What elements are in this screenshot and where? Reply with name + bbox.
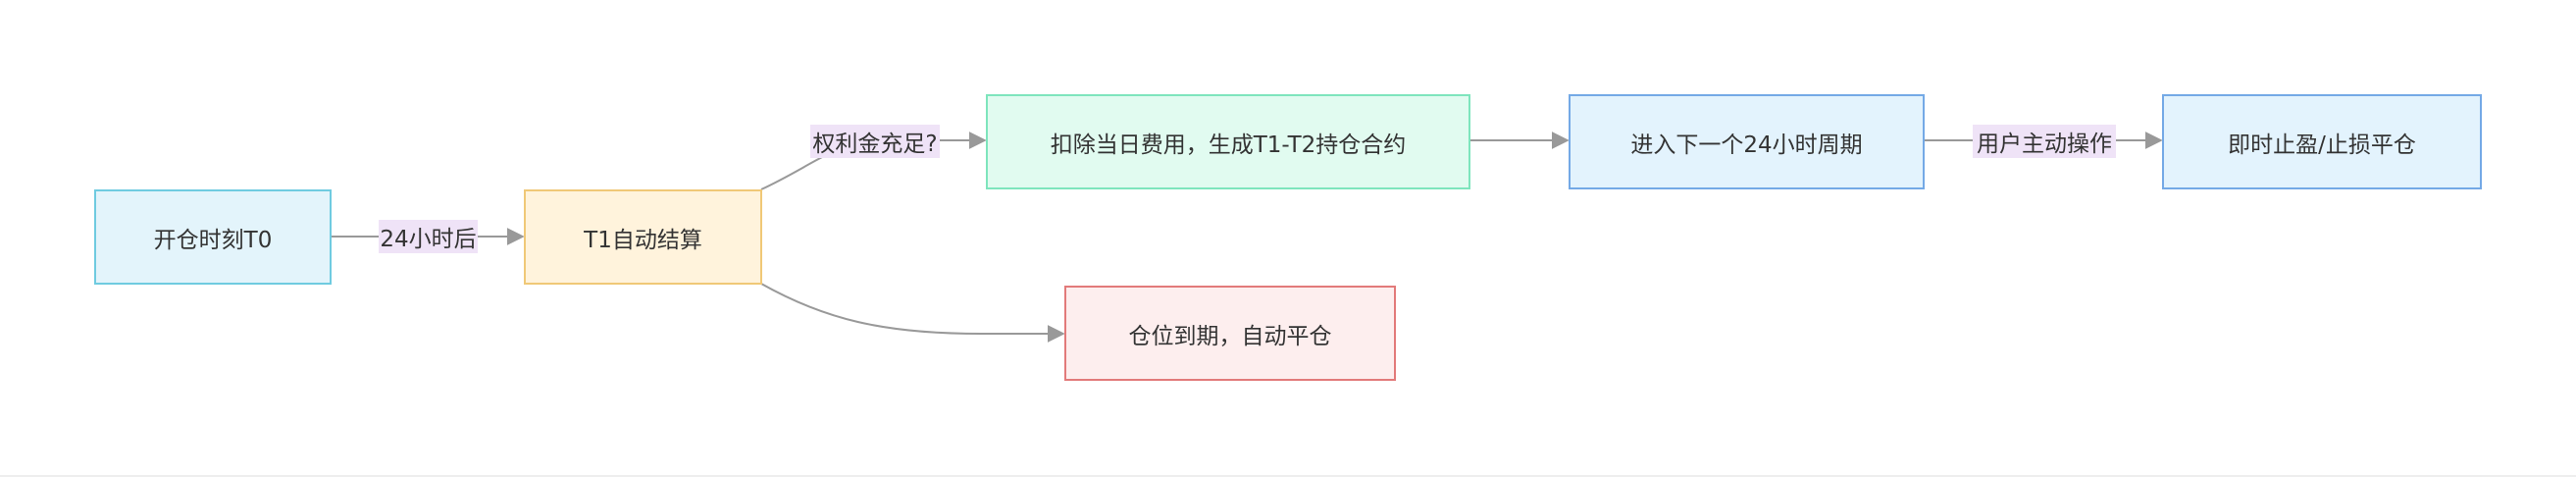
- node-deduct-fee-generate-contract-label: 扣除当日费用，生成T1-T2持仓合约: [1050, 132, 1407, 158]
- edge-label-after-24h: 24小时后: [379, 220, 478, 253]
- node-t1-auto-settlement-label: T1自动结算: [584, 227, 702, 253]
- bottom-divider: [0, 475, 2576, 477]
- edge-label-user-action: 用户主动操作: [1973, 125, 2116, 158]
- node-position-expire-auto-close-label: 仓位到期，自动平仓: [1128, 323, 1332, 349]
- node-open-position-t0: 开仓时刻T0: [94, 189, 332, 285]
- node-instant-take-profit-stop-loss-label: 即时止盈/止损平仓: [2228, 132, 2416, 158]
- node-open-position-t0-label: 开仓时刻T0: [153, 227, 273, 253]
- edge-label-premium-enough: 权利金充足?: [810, 125, 940, 158]
- node-deduct-fee-generate-contract: 扣除当日费用，生成T1-T2持仓合约: [986, 94, 1470, 189]
- node-next-24h-cycle-label: 进入下一个24小时周期: [1630, 132, 1863, 158]
- node-t1-auto-settlement: T1自动结算: [524, 189, 762, 285]
- node-position-expire-auto-close: 仓位到期，自动平仓: [1064, 286, 1396, 381]
- node-next-24h-cycle: 进入下一个24小时周期: [1569, 94, 1925, 189]
- edge-settle-to-expire: [760, 283, 1065, 343]
- node-instant-take-profit-stop-loss: 即时止盈/止损平仓: [2162, 94, 2482, 189]
